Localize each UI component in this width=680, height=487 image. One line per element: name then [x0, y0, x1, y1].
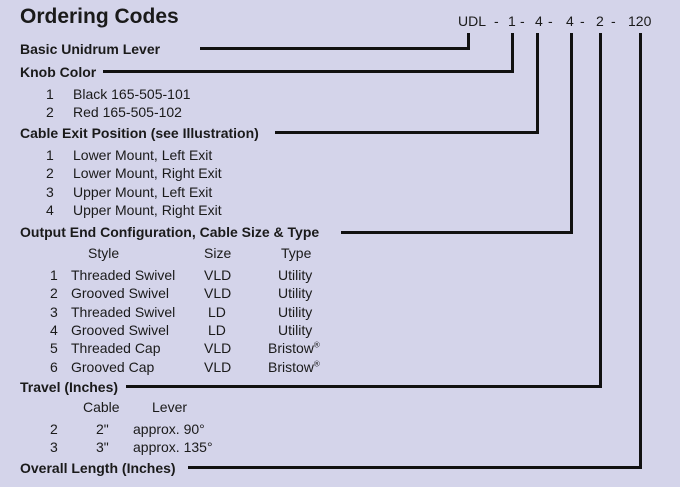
option-number: 1	[46, 86, 54, 102]
table-cell-size: VLD	[204, 359, 232, 375]
table-cell-cable: 3"	[96, 439, 109, 455]
code-separator: -	[548, 13, 553, 29]
section-heading-basic: Basic Unidrum Lever	[20, 41, 161, 57]
leader-line-output-horizontal	[341, 231, 573, 234]
leader-line-cable-exit-horizontal	[275, 131, 539, 134]
column-header-style: Style	[88, 245, 120, 261]
leader-line-output-vertical	[570, 33, 573, 234]
table-cell-size: VLD	[204, 285, 232, 301]
option-number: 2	[46, 104, 54, 120]
leader-line-knob-vertical	[511, 33, 514, 73]
table-cell-type: Utility	[278, 267, 313, 283]
code-segment-length: 120	[628, 13, 652, 29]
table-cell-type: Bristow®	[268, 340, 320, 356]
table-cell-style: Threaded Swivel	[71, 304, 176, 320]
table-cell-lever: approx. 135°	[133, 439, 213, 455]
option-number: 3	[46, 184, 54, 200]
section-heading-cable-exit: Cable Exit Position (see Illustration)	[20, 125, 259, 141]
leader-line-knob-horizontal	[103, 70, 514, 73]
code-segment-output: 4	[566, 13, 574, 29]
table-cell-num: 1	[50, 267, 58, 283]
leader-line-length-horizontal	[188, 466, 642, 469]
table-cell-size: VLD	[204, 340, 232, 356]
option-number: 2	[46, 165, 54, 181]
option-text: Lower Mount, Left Exit	[73, 147, 213, 163]
table-cell-num: 3	[50, 304, 58, 320]
table-cell-size: LD	[208, 322, 226, 338]
table-cell-num: 5	[50, 340, 58, 356]
option-text: Upper Mount, Right Exit	[73, 202, 222, 218]
section-heading-overall-length: Overall Length (Inches)	[20, 460, 176, 476]
table-cell-style: Grooved Swivel	[71, 322, 170, 338]
table-cell-num: 4	[50, 322, 58, 338]
table-cell-num: 3	[50, 439, 58, 455]
leader-line-cable-exit-vertical	[536, 33, 539, 134]
option-text: Lower Mount, Right Exit	[73, 165, 222, 181]
code-segment-travel: 2	[596, 13, 604, 29]
code-segment-model: UDL	[458, 13, 487, 29]
table-cell-num: 6	[50, 359, 58, 375]
table-cell-style: Threaded Cap	[71, 340, 161, 356]
table-cell-type: Utility	[278, 322, 313, 338]
section-heading-travel: Travel (Inches)	[20, 379, 119, 395]
column-header-type: Type	[281, 245, 312, 261]
leader-line-model-horizontal	[200, 47, 470, 50]
table-cell-style: Threaded Swivel	[71, 267, 176, 283]
code-separator: -	[611, 13, 616, 29]
section-heading-output-end: Output End Configuration, Cable Size & T…	[20, 224, 320, 240]
table-cell-cable: 2"	[96, 421, 109, 437]
section-heading-knob-color: Knob Color	[20, 64, 97, 80]
leader-line-travel-vertical	[599, 33, 602, 388]
table-cell-num: 2	[50, 421, 58, 437]
column-header-cable: Cable	[83, 399, 120, 415]
page-title: Ordering Codes	[20, 5, 179, 28]
table-cell-style: Grooved Cap	[71, 359, 155, 375]
table-cell-type: Bristow®	[268, 359, 320, 375]
option-number: 1	[46, 147, 54, 163]
option-text: Upper Mount, Left Exit	[73, 184, 213, 200]
table-cell-size: VLD	[204, 267, 232, 283]
option-text: Red 165-505-102	[73, 104, 182, 120]
leader-line-length-vertical	[639, 33, 642, 469]
table-cell-num: 2	[50, 285, 58, 301]
code-separator: -	[494, 13, 499, 29]
table-cell-size: LD	[208, 304, 226, 320]
code-segment-cable-exit: 4	[535, 13, 543, 29]
leader-line-travel-horizontal	[126, 385, 602, 388]
code-separator: -	[580, 13, 585, 29]
table-cell-lever: approx. 90°	[133, 421, 205, 437]
table-cell-type: Utility	[278, 304, 313, 320]
registered-mark: ®	[313, 359, 320, 369]
option-text: Black 165-505-101	[73, 86, 191, 102]
table-cell-style: Grooved Swivel	[71, 285, 170, 301]
table-cell-type: Utility	[278, 285, 313, 301]
code-separator: -	[520, 13, 525, 29]
column-header-lever: Lever	[152, 399, 188, 415]
code-segment-knob: 1	[508, 13, 516, 29]
column-header-size: Size	[204, 245, 232, 261]
option-number: 4	[46, 202, 54, 218]
registered-mark: ®	[313, 340, 320, 350]
leader-line-model-vertical	[467, 33, 470, 50]
